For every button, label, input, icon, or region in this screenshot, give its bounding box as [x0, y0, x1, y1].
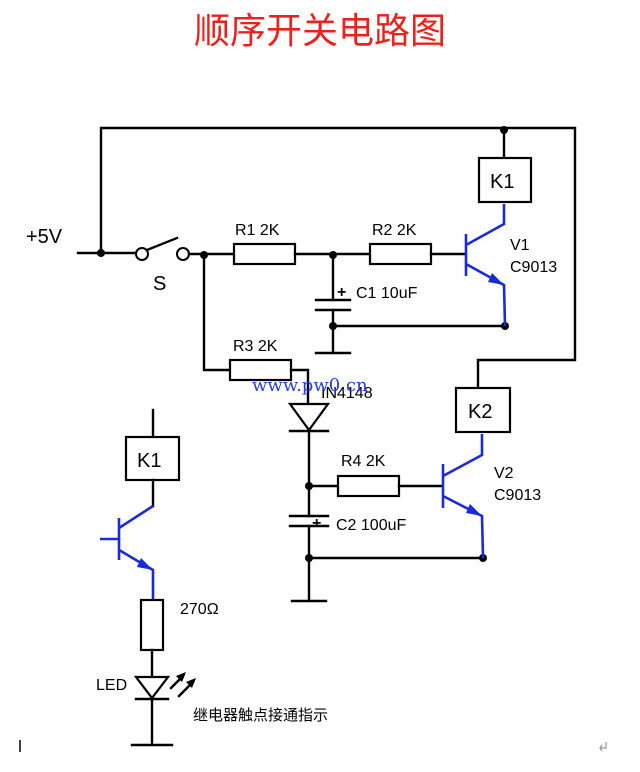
switch-label: S — [153, 273, 166, 295]
indicator-caption: 继电器触点接通指示 — [193, 706, 328, 724]
indicator-transistor-emitter — [118, 548, 155, 600]
c1-plus-sign: + — [337, 284, 346, 301]
led-light-arrow-head — [176, 672, 186, 682]
led-diode — [133, 675, 171, 700]
resistor-270-label: 270Ω — [180, 601, 219, 618]
page-title: 顺序开关电路图 — [193, 11, 446, 52]
diode — [287, 402, 331, 432]
c1-label: C1 10uF — [356, 285, 418, 302]
top-supply-wire — [99, 126, 577, 390]
r2-label: R2 2K — [372, 222, 417, 239]
k1-contact-label: K1 — [137, 450, 161, 472]
junction-dot — [329, 322, 337, 330]
v1-type: C9013 — [510, 259, 557, 276]
led-label: LED — [96, 677, 127, 694]
v2-collector — [442, 434, 484, 478]
resistor-270 — [139, 598, 165, 652]
indicator-emitter-arrow — [137, 558, 153, 570]
resistor-r4 — [336, 474, 401, 498]
v1-emitter — [465, 262, 507, 327]
r4-label: R4 2K — [341, 453, 386, 470]
junction-dot — [305, 554, 313, 562]
relay-k1-contact — [124, 435, 181, 482]
junction-dot — [97, 249, 105, 257]
v1-emitter-arrow — [488, 273, 504, 285]
paragraph-mark-icon — [599, 742, 607, 752]
r1-label: R1 2K — [235, 222, 280, 239]
c2-label: C2 100uF — [336, 517, 406, 534]
v2-emitter — [442, 494, 485, 559]
switch-contact-right — [176, 247, 190, 261]
k1-label: K1 — [490, 171, 514, 193]
resistor-r1 — [232, 242, 297, 266]
watermark: www.pw0.cn — [252, 375, 368, 396]
v1-collector — [465, 204, 506, 247]
led-light-arrow-head — [186, 678, 196, 688]
indicator-transistor-collector — [118, 504, 154, 530]
junction-dot — [500, 126, 508, 134]
switch-contact-left — [135, 247, 149, 261]
c2-plus-sign: + — [312, 515, 321, 532]
k2-label: K2 — [468, 401, 492, 423]
r3-label: R3 2K — [233, 338, 278, 355]
resistor-r2 — [368, 242, 433, 266]
v2-emitter-arrow — [466, 504, 482, 516]
supply-label: +5V — [26, 226, 63, 248]
v1-name: V1 — [510, 237, 530, 254]
diode-label: IN4148 — [321, 385, 373, 402]
v2-name: V2 — [494, 465, 514, 482]
r3-diode-wire — [289, 368, 310, 406]
relay-k1 — [477, 156, 533, 204]
relay-k2 — [454, 386, 512, 434]
switch-blade — [145, 236, 179, 252]
r3-branch-wire — [202, 253, 232, 372]
v2-type: C9013 — [494, 487, 541, 504]
